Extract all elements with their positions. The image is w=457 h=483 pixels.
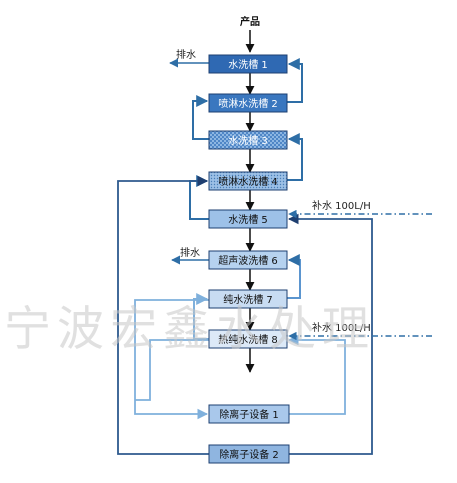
deionizer-2-label: 除离子设备 2 [219,448,279,461]
makeup-2-label: 补水 100L/H [312,321,371,334]
diagram-title: 产品 [240,15,260,28]
drain-top-label: 排水 [176,48,196,61]
tank-5-label: 水洗槽 5 [228,213,268,226]
drain-lines [169,58,209,265]
deionizer2-to-tank4 [117,175,209,455]
deionizer1-to-tank8 [287,334,346,415]
tank-7: 纯水洗槽 7 [208,289,288,309]
deionizer-1: 除离子设备 1 [208,404,290,424]
tank-7-label: 纯水洗槽 7 [223,293,273,306]
loop-7-to-6 [287,254,301,299]
tank7-to-deionizer1 [134,299,209,420]
tank-2: 喷淋水洗槽 2 [208,93,288,113]
tank8-to-deionizer1 [135,339,209,401]
tank-4: 喷淋水洗槽 4 [208,171,288,191]
tank-5: 水洗槽 5 [208,209,288,229]
deionizer-2: 除离子设备 2 [208,444,290,464]
tank-3: 水洗槽 3 [208,130,288,150]
loop-2-to-1 [287,58,303,103]
makeup-1-label: 补水 100L/H [312,199,371,212]
tank-1-label: 水洗槽 1 [228,58,268,71]
makeup-water-lines [288,209,432,341]
tank-3-label: 水洗槽 3 [228,134,268,147]
tank-8-label: 热纯水洗槽 8 [218,333,278,346]
loop-5-to-4 [189,175,209,220]
loop-3-to-2 [192,95,209,140]
tank-4-label: 喷淋水洗槽 4 [218,175,278,188]
loop-4-to-3 [287,133,303,181]
deionizer-1-circuit [134,299,346,420]
tank-2-label: 喷淋水洗槽 2 [218,97,278,110]
tank-8: 热纯水洗槽 8 [208,329,288,349]
tank-1: 水洗槽 1 [208,54,288,74]
watermark-text: 宁波宏鑫水处理 [4,302,375,357]
deionizer-1-label: 除离子设备 1 [219,408,279,421]
loop-8-to-7 [193,293,209,340]
drain-mid-label: 排水 [180,246,200,259]
tank-6-label: 超声波洗槽 6 [218,254,278,267]
tank-6: 超声波洗槽 6 [208,250,288,270]
